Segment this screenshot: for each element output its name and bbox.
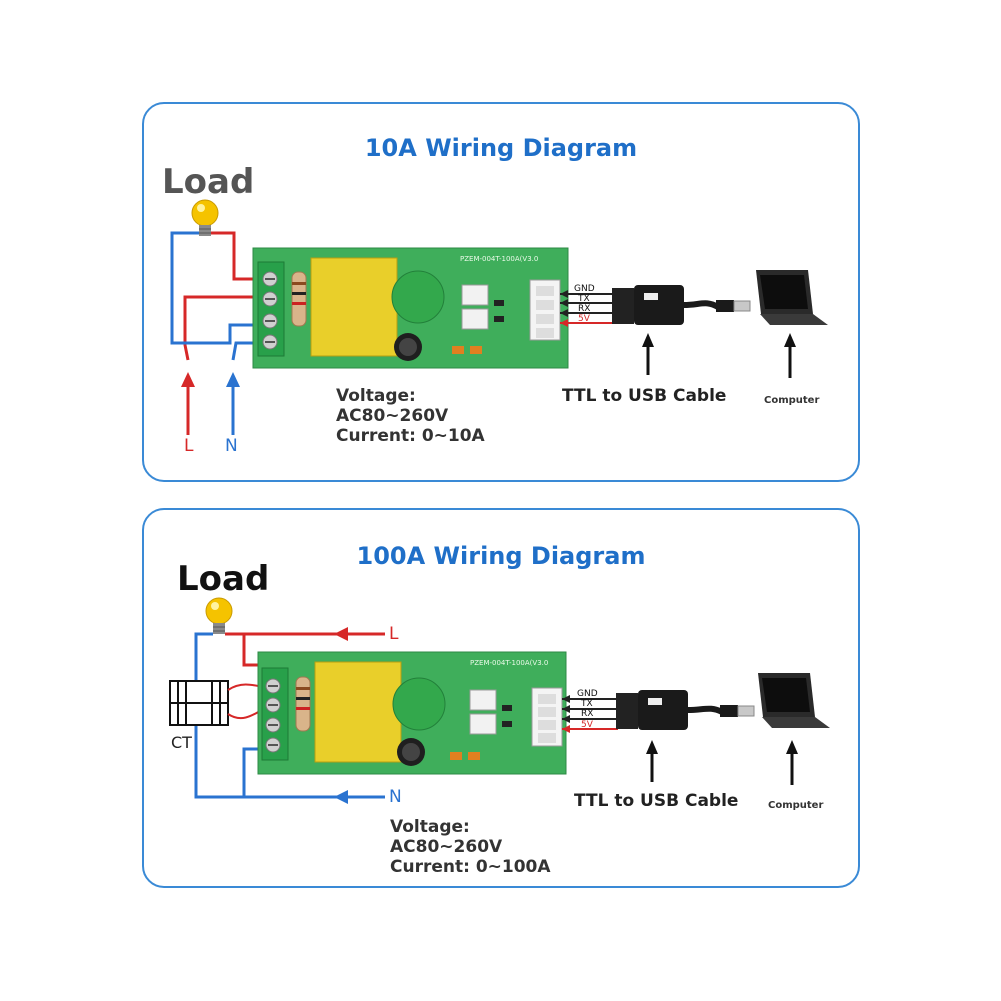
neutral-n-label: N — [389, 787, 402, 807]
load-label: Load — [177, 559, 270, 599]
neutral-input-arrow — [226, 372, 240, 435]
pin-rx-label: RX — [578, 304, 590, 314]
ttl-cable-label: TTL to USB Cable — [562, 386, 727, 406]
laptop-icon — [758, 673, 830, 728]
pin-rx-label: RX — [581, 709, 593, 719]
live-wires — [183, 231, 268, 361]
ct-label: CT — [171, 733, 192, 752]
ttl-serial-wires — [562, 695, 618, 733]
pin-5v-label: 5V — [578, 314, 591, 324]
neutral-input-arrow — [334, 790, 348, 804]
diagram-title: 10A Wiring Diagram — [364, 134, 638, 162]
computer-label: Computer — [768, 800, 824, 811]
ttl-serial-wires — [560, 290, 614, 327]
spec-block: Voltage: AC80~260V Current: 0~10A — [336, 386, 485, 446]
neutral-n-label: N — [225, 436, 238, 456]
light-bulb-icon — [191, 199, 219, 236]
voltage-label: Voltage: — [336, 386, 416, 406]
line-l-label: L — [184, 436, 194, 456]
pin-gnd-label: GND — [577, 689, 598, 699]
diagram-title: 100A Wiring Diagram — [356, 542, 646, 570]
spec-block: Voltage: AC80~260V Current: 0~100A — [390, 817, 551, 877]
voltage-range: AC80~260V — [336, 406, 449, 426]
current-range: Current: 0~10A — [336, 426, 485, 446]
current-transformer-icon — [169, 680, 229, 726]
voltage-label: Voltage: — [390, 817, 470, 837]
pzem-pcb-board: PZEM-004T-100A(V3.0 — [252, 247, 569, 369]
ttl-usb-adapter — [616, 690, 755, 730]
voltage-range: AC80~260V — [390, 837, 503, 857]
line-input-arrow — [334, 627, 348, 641]
computer-pointer-arrow — [786, 740, 798, 785]
load-label: Load — [162, 162, 255, 202]
line-l-label: L — [389, 624, 399, 644]
pzem-pcb-board: PZEM-004T-100A(V3.0 — [257, 651, 567, 775]
cable-pointer-arrow — [646, 740, 658, 782]
ttl-usb-adapter — [612, 285, 751, 325]
light-bulb-icon — [205, 597, 233, 634]
pin-tx-label: TX — [580, 699, 593, 709]
computer-label: Computer — [764, 395, 820, 406]
pin-tx-label: TX — [577, 294, 590, 304]
svg-text:PZEM-004T-100A(V3.0: PZEM-004T-100A(V3.0 — [470, 659, 548, 667]
pin-5v-label: 5V — [581, 720, 594, 730]
laptop-icon — [756, 270, 828, 325]
line-input-arrow — [181, 372, 195, 435]
svg-text:PZEM-004T-100A(V3.0: PZEM-004T-100A(V3.0 — [460, 255, 538, 263]
ttl-cable-label: TTL to USB Cable — [574, 791, 739, 811]
pin-gnd-label: GND — [574, 284, 595, 294]
computer-pointer-arrow — [784, 333, 796, 378]
current-range: Current: 0~100A — [390, 857, 551, 877]
cable-pointer-arrow — [642, 333, 654, 375]
